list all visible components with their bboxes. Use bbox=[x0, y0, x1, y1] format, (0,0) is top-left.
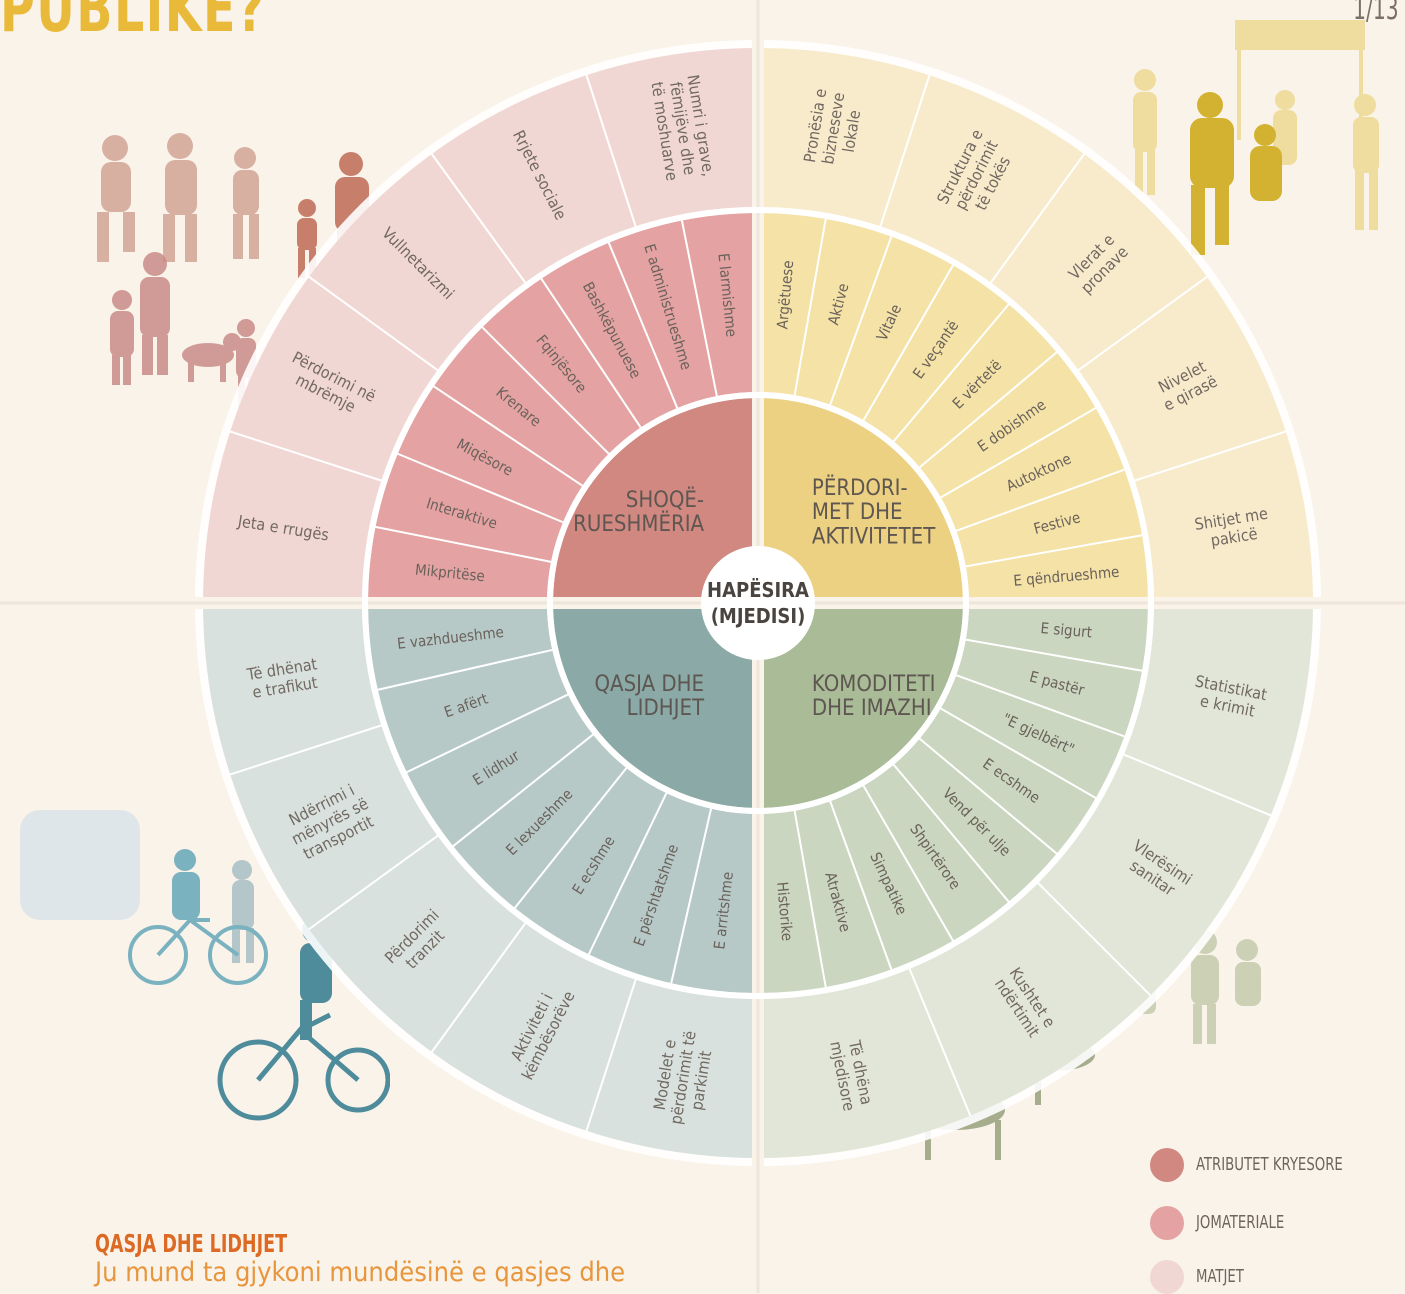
core-attribute-sector bbox=[758, 398, 963, 603]
quadrant-komoditeti: Statistikate krimitVlerësimisanitarKusht… bbox=[758, 603, 1313, 1158]
attribute-divider bbox=[540, 278, 642, 429]
people-chatting-icon bbox=[75, 128, 285, 272]
measure-divider bbox=[879, 74, 931, 227]
attribute-divider bbox=[481, 326, 610, 455]
measures-band bbox=[203, 603, 758, 1158]
attribute-divider bbox=[862, 264, 954, 421]
attribute-divider bbox=[918, 737, 1058, 855]
legend-label: JOMATERIALE bbox=[1196, 1212, 1285, 1233]
ring-separator bbox=[362, 207, 1154, 999]
attribute-divider bbox=[680, 220, 718, 397]
attribute-label: Argëtuese bbox=[773, 260, 797, 330]
measure-divider bbox=[1134, 430, 1287, 482]
measure-divider bbox=[430, 153, 527, 284]
attribute-divider bbox=[793, 810, 827, 988]
attribute-divider bbox=[587, 792, 668, 955]
measure-divider bbox=[585, 979, 637, 1132]
attribute-divider bbox=[862, 785, 954, 942]
section-text: Ju mund ta gjykoni mundësinë e qasjes dh… bbox=[95, 1257, 626, 1288]
measures-band bbox=[758, 48, 1313, 603]
measure-divider bbox=[308, 834, 439, 931]
measure-label: Struktura epërdorimittë tokës bbox=[933, 126, 1020, 224]
attribute-divider bbox=[965, 638, 1143, 672]
attribute-divider bbox=[965, 534, 1143, 568]
attribute-divider bbox=[892, 303, 1010, 443]
measures-band bbox=[203, 48, 758, 603]
quadrant-qasja: Modelet epërdorimit tëparkimitAktiviteti… bbox=[203, 603, 758, 1158]
section-title: QASJA DHE LIDHJET bbox=[95, 1229, 288, 1258]
measure-divider bbox=[1077, 275, 1208, 372]
attribute-divider bbox=[955, 674, 1125, 738]
measure-divider bbox=[430, 922, 527, 1053]
attributes-band bbox=[758, 603, 1148, 993]
attribute-divider bbox=[829, 236, 893, 406]
measure-divider bbox=[1123, 753, 1272, 817]
attribute-divider bbox=[670, 808, 713, 984]
legend-swatch bbox=[1150, 1206, 1184, 1240]
measure-label: Të dhënamjedisore bbox=[826, 1036, 877, 1113]
center-label-line2: (MJEDISI) bbox=[711, 604, 806, 628]
measure-divider bbox=[1037, 882, 1152, 997]
legend-swatch bbox=[1150, 1260, 1184, 1294]
measures-band bbox=[758, 603, 1313, 1158]
page-title: PUBLIKE? bbox=[0, 0, 266, 47]
attribute-divider bbox=[433, 385, 584, 487]
measure-label: Modelet epërdorimit tëparkimit bbox=[648, 1027, 718, 1129]
attribute-divider bbox=[918, 351, 1058, 469]
core-attribute-sector bbox=[553, 398, 758, 603]
attributes-band bbox=[368, 603, 758, 993]
attribute-divider bbox=[940, 707, 1097, 799]
core-attribute-sector bbox=[758, 603, 963, 808]
legend-label: MATJET bbox=[1196, 1266, 1244, 1287]
ring-separator bbox=[547, 392, 969, 814]
attribute-divider bbox=[397, 452, 564, 524]
attribute-divider bbox=[375, 525, 552, 563]
attributes-band bbox=[758, 213, 1148, 603]
attribute-divider bbox=[892, 763, 1010, 903]
musicians-dancers-icon bbox=[1115, 10, 1405, 269]
measure-divider bbox=[229, 724, 382, 776]
center-circle bbox=[701, 546, 815, 660]
attribute-label: E sigurt bbox=[1040, 619, 1093, 641]
center-label-line1: HAPËSIRA bbox=[707, 578, 809, 602]
attribute-divider bbox=[829, 800, 893, 970]
attribute-divider bbox=[514, 767, 628, 909]
measure-divider bbox=[229, 430, 382, 482]
legend-label: ATRIBUTET KRYESORE bbox=[1196, 1154, 1343, 1175]
attribute-divider bbox=[793, 218, 827, 396]
attribute-divider bbox=[377, 648, 553, 691]
core-attribute-title: SHOQË-RUESHMËRIA bbox=[573, 487, 704, 537]
attribute-divider bbox=[955, 468, 1125, 532]
attribute-divider bbox=[452, 733, 594, 847]
attribute-label: Historike bbox=[773, 881, 796, 942]
measure-divider bbox=[989, 153, 1086, 284]
measure-divider bbox=[308, 275, 439, 372]
attribute-divider bbox=[406, 693, 569, 774]
core-attribute-sector bbox=[553, 603, 758, 808]
measure-divider bbox=[585, 74, 637, 227]
attribute-divider bbox=[607, 242, 679, 409]
measure-divider bbox=[908, 968, 972, 1117]
legend-swatch bbox=[1150, 1148, 1184, 1182]
attribute-divider bbox=[940, 407, 1097, 499]
